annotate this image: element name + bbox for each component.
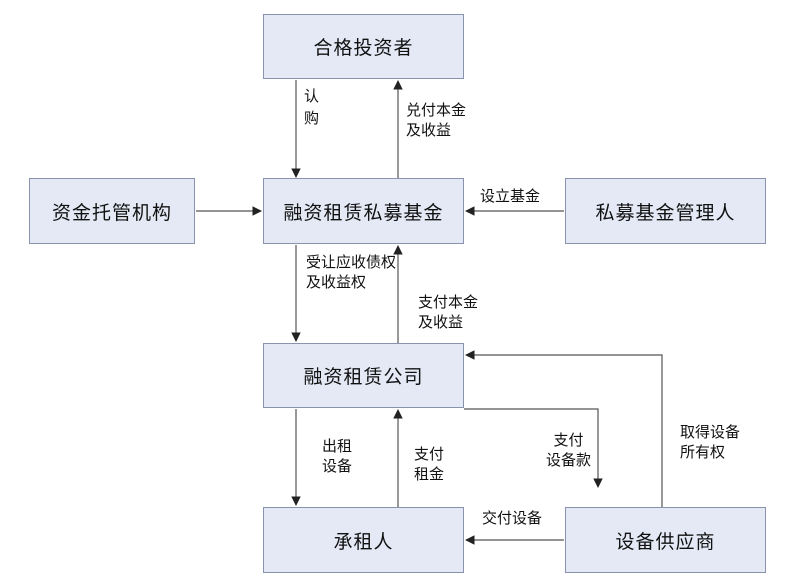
node-lessee: 承租人 xyxy=(263,507,464,573)
label-pay-equipment: 支付 设备款 xyxy=(546,431,592,469)
node-custodian-label: 资金托管机构 xyxy=(51,201,172,224)
arrow-pay-equipment xyxy=(464,408,603,488)
label-transfer-receivables: 受让应收债权 及收益权 xyxy=(306,253,397,291)
node-fund-label: 融资租赁私募基金 xyxy=(283,201,444,224)
label-subscribe: 认 购 xyxy=(304,87,320,127)
label-pay-principal: 支付本金 及收益 xyxy=(418,293,479,331)
node-manager: 私募基金管理人 xyxy=(565,178,766,244)
node-lessee-label: 承租人 xyxy=(333,530,394,553)
node-leasing-company: 融资租赁公司 xyxy=(263,343,464,408)
node-investor-label: 合格投资者 xyxy=(313,37,414,59)
node-leasing-company-label: 融资租赁公司 xyxy=(303,366,424,388)
node-custodian: 资金托管机构 xyxy=(29,178,195,244)
arrow-ownership xyxy=(465,350,663,507)
label-deliver-equipment: 交付设备 xyxy=(482,509,543,527)
node-fund: 融资租赁私募基金 xyxy=(263,178,464,244)
node-supplier: 设备供应商 xyxy=(565,507,766,573)
label-ownership: 取得设备 所有权 xyxy=(680,423,741,461)
node-manager-label: 私募基金管理人 xyxy=(595,201,736,224)
label-repay-investor: 兑付本金 及收益 xyxy=(406,101,467,139)
label-establish-fund: 设立基金 xyxy=(480,187,541,205)
node-supplier-label: 设备供应商 xyxy=(615,530,716,553)
node-investor: 合格投资者 xyxy=(263,14,464,79)
label-pay-rent: 支付 租金 xyxy=(414,445,445,483)
label-lease-equipment: 出租 设备 xyxy=(322,437,353,475)
